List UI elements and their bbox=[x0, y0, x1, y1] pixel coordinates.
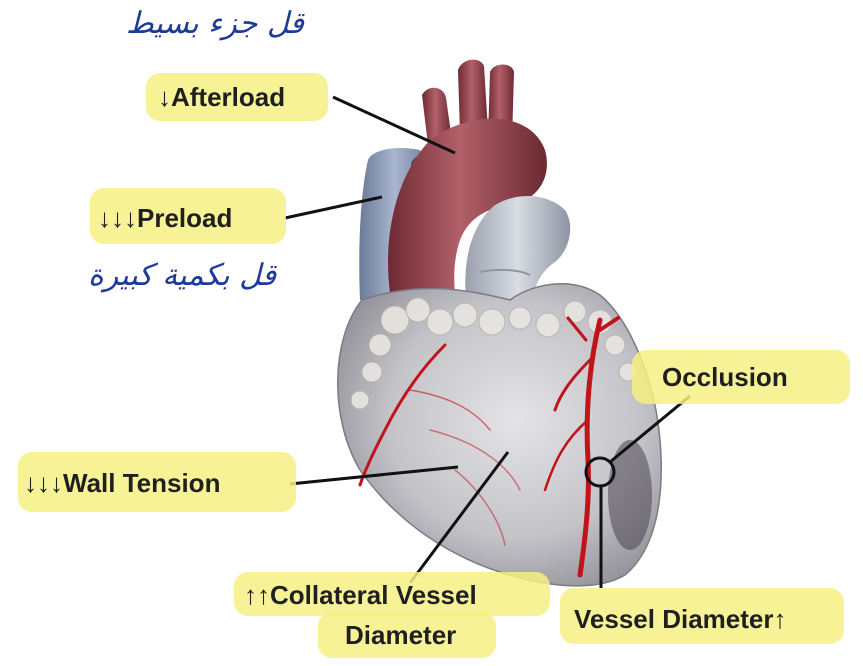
collateral-label-line2: Diameter bbox=[345, 620, 456, 650]
down-arrow-icon: ↓ bbox=[158, 82, 171, 112]
double-up-arrow-icon: ↑↑ bbox=[244, 580, 270, 610]
preload-label: ↓↓↓Preload bbox=[98, 203, 232, 233]
handwritten-note-middle: قل بكمية كبيرة bbox=[88, 258, 276, 293]
triple-down-arrow-icon: ↓↓↓ bbox=[24, 468, 63, 498]
occlusion-label: Occlusion bbox=[662, 362, 788, 392]
collateral-label: ↑↑Collateral Vessel bbox=[244, 580, 477, 610]
wall-tension-label: ↓↓↓Wall Tension bbox=[24, 468, 220, 498]
up-arrow-icon: ↑ bbox=[773, 604, 786, 634]
vessel-diameter-label: Vessel Diameter↑ bbox=[574, 604, 786, 634]
handwritten-note-top: قل جزء بسيط bbox=[126, 6, 304, 41]
triple-down-arrow-icon: ↓↓↓ bbox=[98, 203, 137, 233]
afterload-label: ↓Afterload bbox=[158, 82, 285, 112]
